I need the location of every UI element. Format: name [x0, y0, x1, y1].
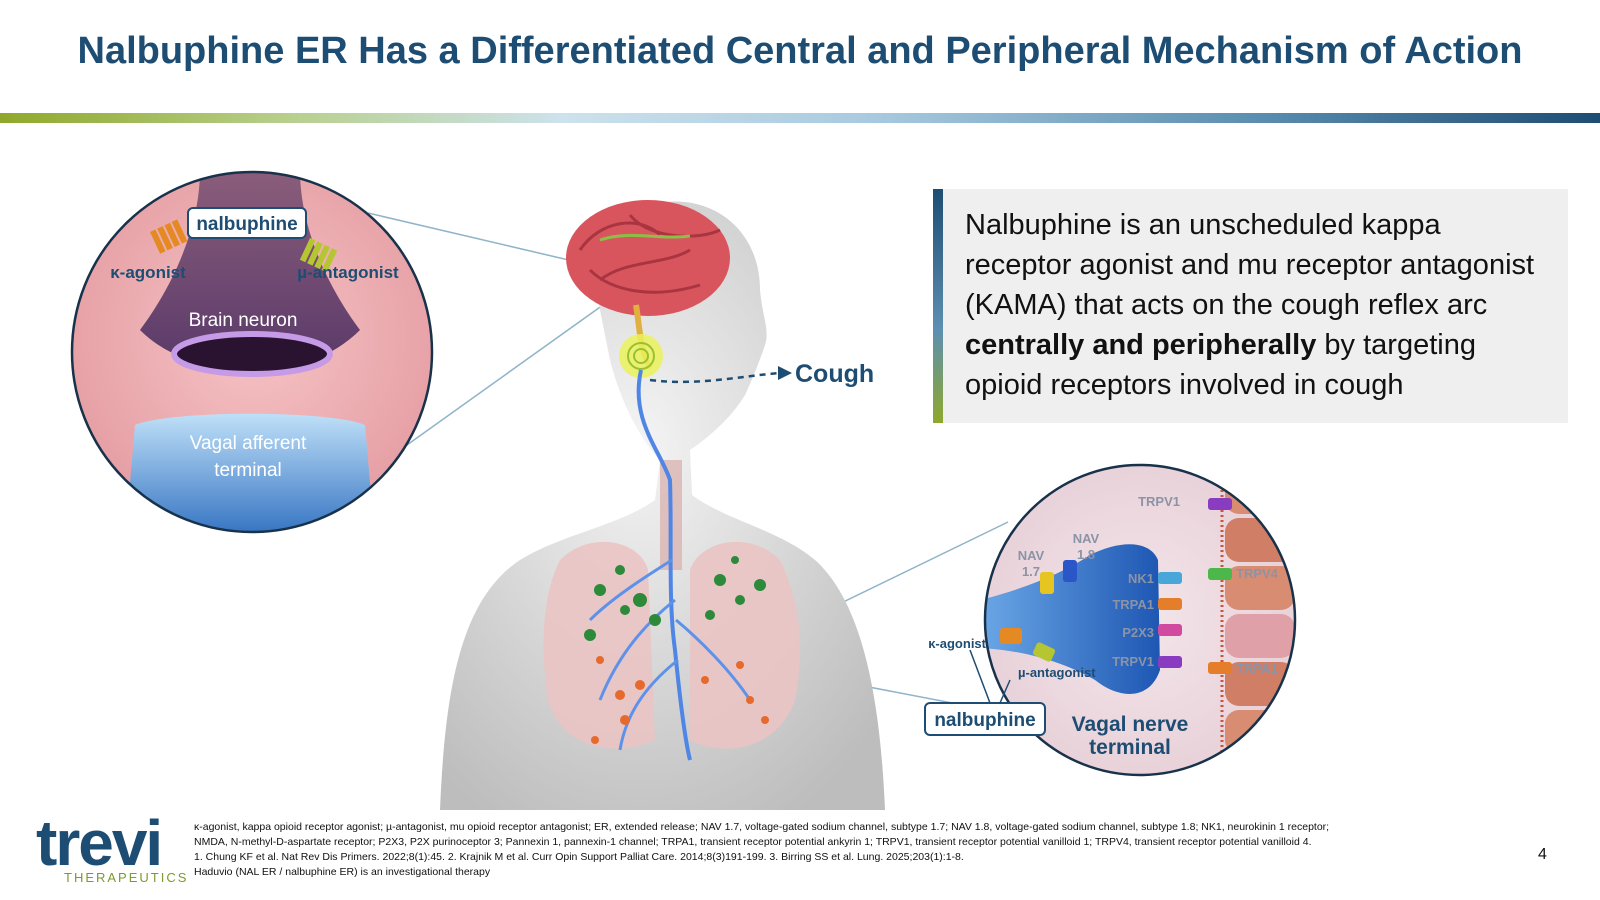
human-figure	[440, 200, 885, 810]
brain-neuron-label: Brain neuron	[189, 310, 298, 331]
mechanism-illustration: Cough nalbuphine κ-agonist µ-antagonist …	[70, 170, 1297, 810]
brain	[566, 200, 730, 316]
vagal-afferent-label-line1: Vagal afferent	[190, 433, 307, 454]
left-lung	[543, 541, 655, 749]
epithelial-trpv1-icon	[1208, 498, 1232, 510]
epithelial-trpv4-label: TRPV4	[1236, 566, 1279, 581]
nalbuphine-label: nalbuphine	[934, 710, 1035, 731]
callout-text: Nalbuphine is an unscheduled kappa recep…	[965, 205, 1548, 405]
central-receptor-dots	[584, 556, 766, 641]
nk1-receptor-icon	[1158, 572, 1182, 584]
mechanism-callout-box: Nalbuphine is an unscheduled kappa recep…	[933, 189, 1568, 423]
page-number: 4	[1538, 846, 1547, 863]
kappa-receptor-icon	[150, 219, 188, 254]
epithelial-trpv1-label: TRPV1	[1138, 494, 1180, 509]
epithelial-trpa1-icon	[1208, 662, 1232, 674]
footnote-references: 1. Chung KF et al. Nat Rev Dis Primers. …	[194, 851, 964, 863]
slide-title: Nalbuphine ER Has a Differentiated Centr…	[77, 30, 1523, 72]
callout-text-lead: Nalbuphine is an unscheduled kappa recep…	[965, 209, 1535, 321]
cough-arrow	[649, 371, 781, 384]
vagal-nerve-terminal-inset: TRPV1 TRPV4 TRPA1 NAV 1.7 NAV 1.8 NK1 TR…	[924, 463, 1297, 777]
vagal-nerve-terminal-label-line2: terminal	[1089, 736, 1171, 759]
nav18-label-line2: 1.8	[1077, 547, 1095, 562]
footnote-disclaimer: Haduvio (NAL ER / nalbuphine ER) is an i…	[194, 866, 491, 878]
p2x3-receptor-icon	[1158, 624, 1182, 636]
kappa-receptor-icon	[1000, 628, 1022, 644]
brainstem-glow	[619, 334, 663, 378]
callout-text-emphasis: centrally and peripherally	[965, 329, 1317, 361]
kappa-agonist-label: κ-agonist	[928, 636, 986, 651]
mu-receptor-icon	[299, 238, 338, 273]
nav17-channel-icon	[1040, 572, 1054, 594]
mu-antagonist-label: µ-antagonist	[297, 263, 399, 282]
epithelial-trpv4-icon	[1208, 568, 1232, 580]
vagal-afferent-label-line2: terminal	[214, 460, 282, 481]
title-gradient-rule	[0, 113, 1600, 123]
trpa1-receptor-icon	[1158, 598, 1182, 610]
p2x3-label: P2X3	[1122, 625, 1154, 640]
nav18-label-line1: NAV	[1073, 531, 1100, 546]
mu-receptor-icon	[1032, 642, 1056, 662]
inset-connector	[367, 212, 591, 266]
vagal-nerve-terminal-label-line1: Vagal nerve	[1072, 713, 1189, 736]
trpa1-label: TRPA1	[1112, 597, 1154, 612]
footnote-abbreviations-2: NMDA, N-methyl-D-aspartate receptor; P2X…	[194, 836, 1312, 848]
footnotes: κ-agonist, kappa opioid receptor agonist…	[194, 820, 1524, 880]
inset-connector	[399, 299, 611, 451]
trpv1-label: TRPV1	[1112, 654, 1154, 669]
brain-neuron-inset: nalbuphine κ-agonist µ-antagonist Brain …	[70, 170, 434, 534]
nav17-label-line2: 1.7	[1022, 564, 1040, 579]
nav18-channel-icon	[1063, 560, 1077, 582]
nalbuphine-label: nalbuphine	[196, 214, 297, 235]
nav17-label-line1: NAV	[1018, 548, 1045, 563]
kappa-agonist-label: κ-agonist	[110, 263, 186, 282]
trevi-logo: trevi THERAPEUTICS	[36, 807, 189, 885]
peripheral-receptor-markers	[591, 656, 769, 744]
vagal-afferent-terminal	[125, 413, 375, 532]
footnote-abbreviations-1: κ-agonist, kappa opioid receptor agonist…	[194, 821, 1330, 833]
nerve-terminal-body	[985, 544, 1160, 694]
mu-antagonist-label: µ-antagonist	[1018, 665, 1096, 680]
right-lung	[690, 541, 800, 749]
logo-wordmark: trevi	[36, 807, 163, 879]
nk1-label: NK1	[1128, 571, 1154, 586]
trpv1-receptor-icon	[1158, 656, 1182, 668]
callout-text-tail: by targeting opioid receptors involved i…	[965, 329, 1476, 401]
epithelial-trpa1-label: TRPA1	[1236, 661, 1278, 676]
logo-subtitle: THERAPEUTICS	[64, 870, 189, 885]
synaptic-cleft	[171, 331, 333, 377]
cough-label: Cough	[795, 360, 874, 388]
